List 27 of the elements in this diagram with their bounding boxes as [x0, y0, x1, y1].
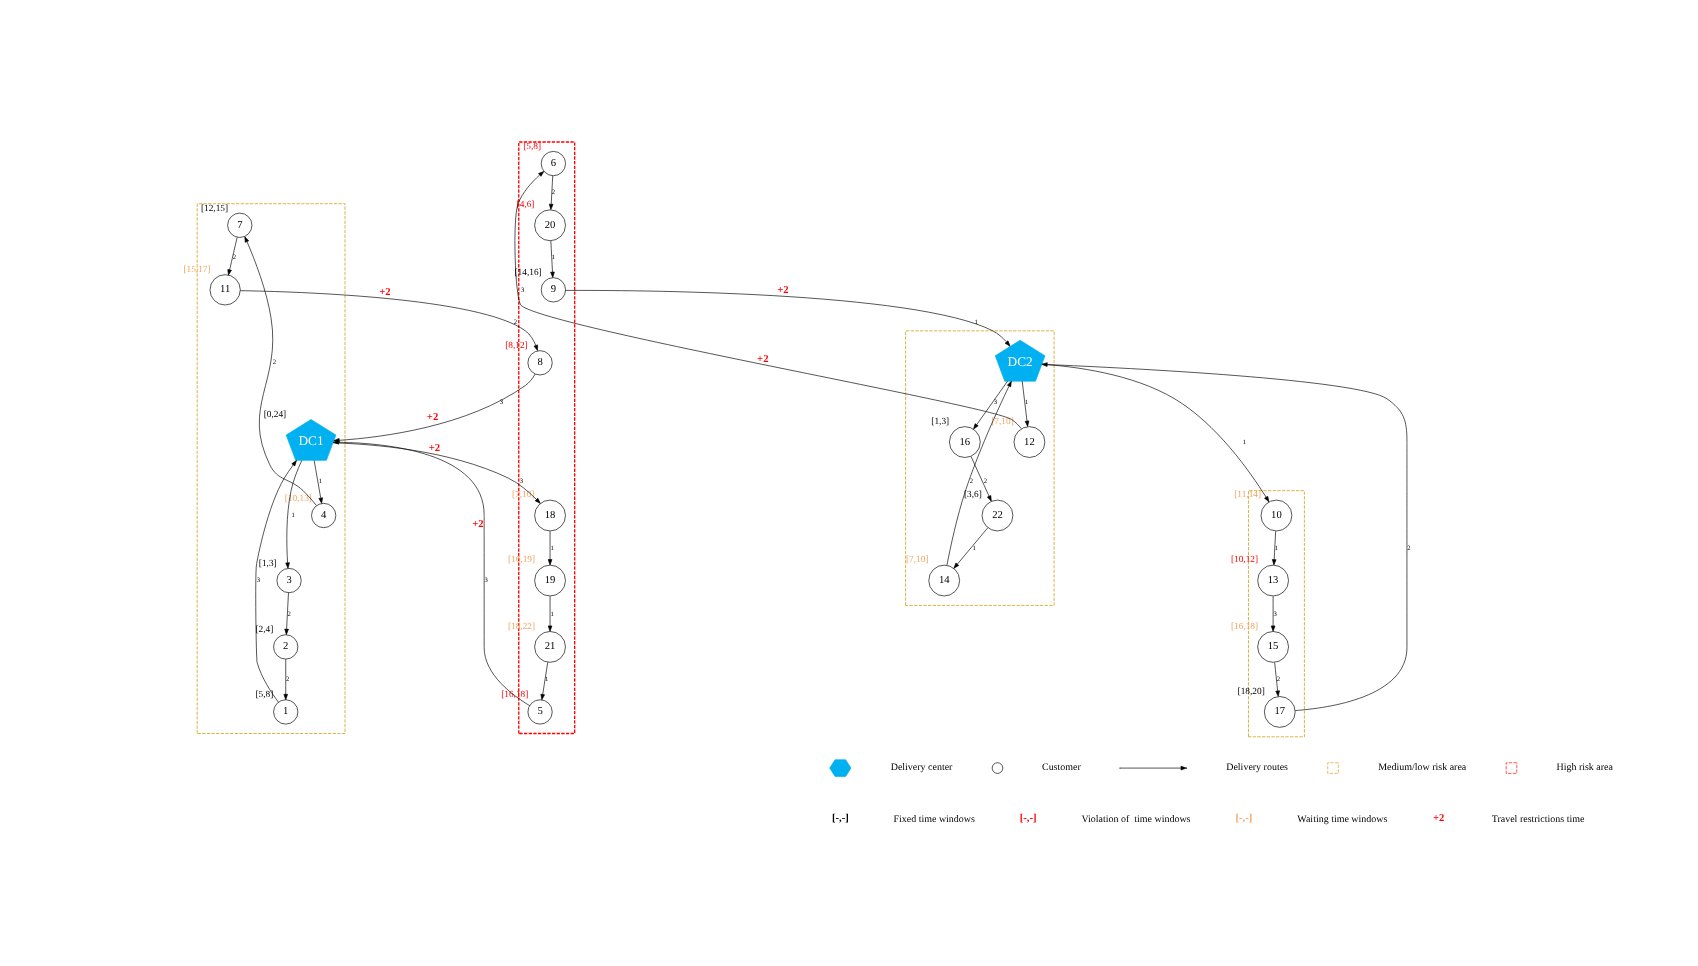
arrow [1041, 361, 1408, 710]
arrow [547, 594, 553, 631]
arrow [973, 379, 1008, 429]
arrow [1041, 362, 1270, 502]
arrow [1274, 661, 1280, 696]
arrow [540, 661, 549, 700]
arrow [1270, 594, 1276, 631]
arrow [283, 657, 288, 699]
arrow [1271, 529, 1277, 565]
arrow [953, 526, 989, 568]
arrow [332, 441, 541, 503]
arrow [547, 529, 553, 565]
arrow [514, 170, 1022, 428]
arrow [549, 174, 554, 209]
cluster [905, 329, 1055, 605]
arrow [565, 289, 1011, 346]
arrow [255, 459, 297, 702]
arrow [227, 235, 238, 275]
arrow [244, 235, 317, 505]
arrow [284, 591, 289, 634]
arrow [1021, 379, 1030, 426]
arrow [970, 455, 992, 501]
arrow [240, 289, 538, 350]
arrow [946, 379, 1012, 565]
arrow [285, 459, 303, 568]
arrow [313, 459, 323, 503]
arrow [550, 239, 555, 277]
